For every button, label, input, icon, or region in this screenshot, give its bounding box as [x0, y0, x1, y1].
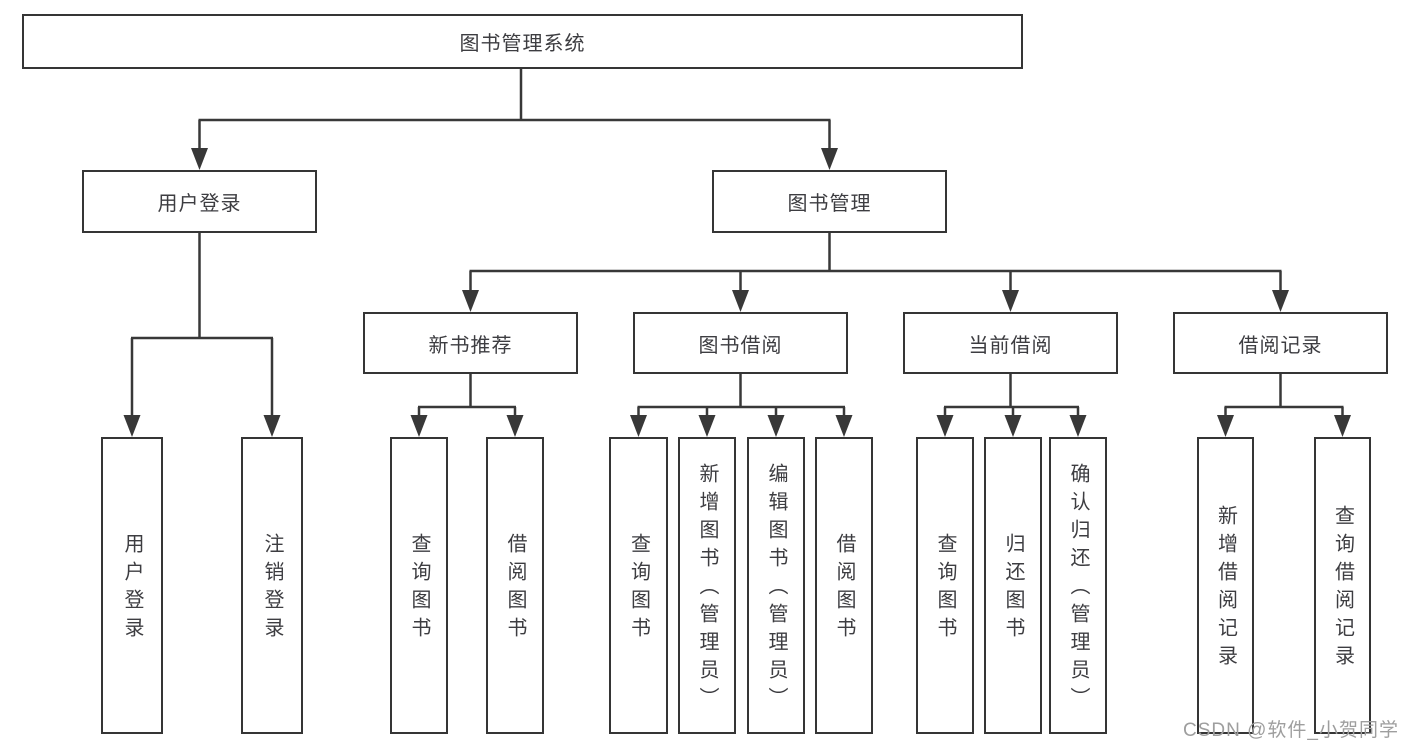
csdn-watermark: CSDN @软件_小贺同学	[1183, 720, 1399, 741]
leaf-query-books-borrowing: 查询图书	[609, 437, 668, 734]
node-book-management: 图书管理	[712, 170, 947, 233]
node-root-system: 图书管理系统	[22, 14, 1023, 69]
leaf-user-login: 用户登录	[101, 437, 163, 734]
leaf-logout: 注销登录	[241, 437, 303, 734]
leaf-query-books-recommend: 查询图书	[390, 437, 448, 734]
leaf-borrow-books-recommend: 借阅图书	[486, 437, 544, 734]
leaf-return-books: 归还图书	[984, 437, 1042, 734]
node-book-borrowing: 图书借阅	[633, 312, 848, 374]
node-current-borrowing: 当前借阅	[903, 312, 1118, 374]
leaf-query-books-current: 查询图书	[916, 437, 974, 734]
arrowhead-icons	[123, 148, 1351, 437]
node-new-book-recommend: 新书推荐	[363, 312, 578, 374]
leaf-confirm-return-admin: 确认归还（管理员）	[1049, 437, 1107, 734]
leaf-borrow-books: 借阅图书	[815, 437, 873, 734]
node-borrow-records: 借阅记录	[1173, 312, 1388, 374]
node-user-login: 用户登录	[82, 170, 317, 233]
leaf-add-books-admin: 新增图书（管理员）	[678, 437, 736, 734]
leaf-edit-books-admin: 编辑图书（管理员）	[747, 437, 805, 734]
connector-lines	[130, 69, 1344, 420]
leaf-add-borrow-record: 新增借阅记录	[1197, 437, 1254, 734]
leaf-query-borrow-record: 查询借阅记录	[1314, 437, 1371, 734]
